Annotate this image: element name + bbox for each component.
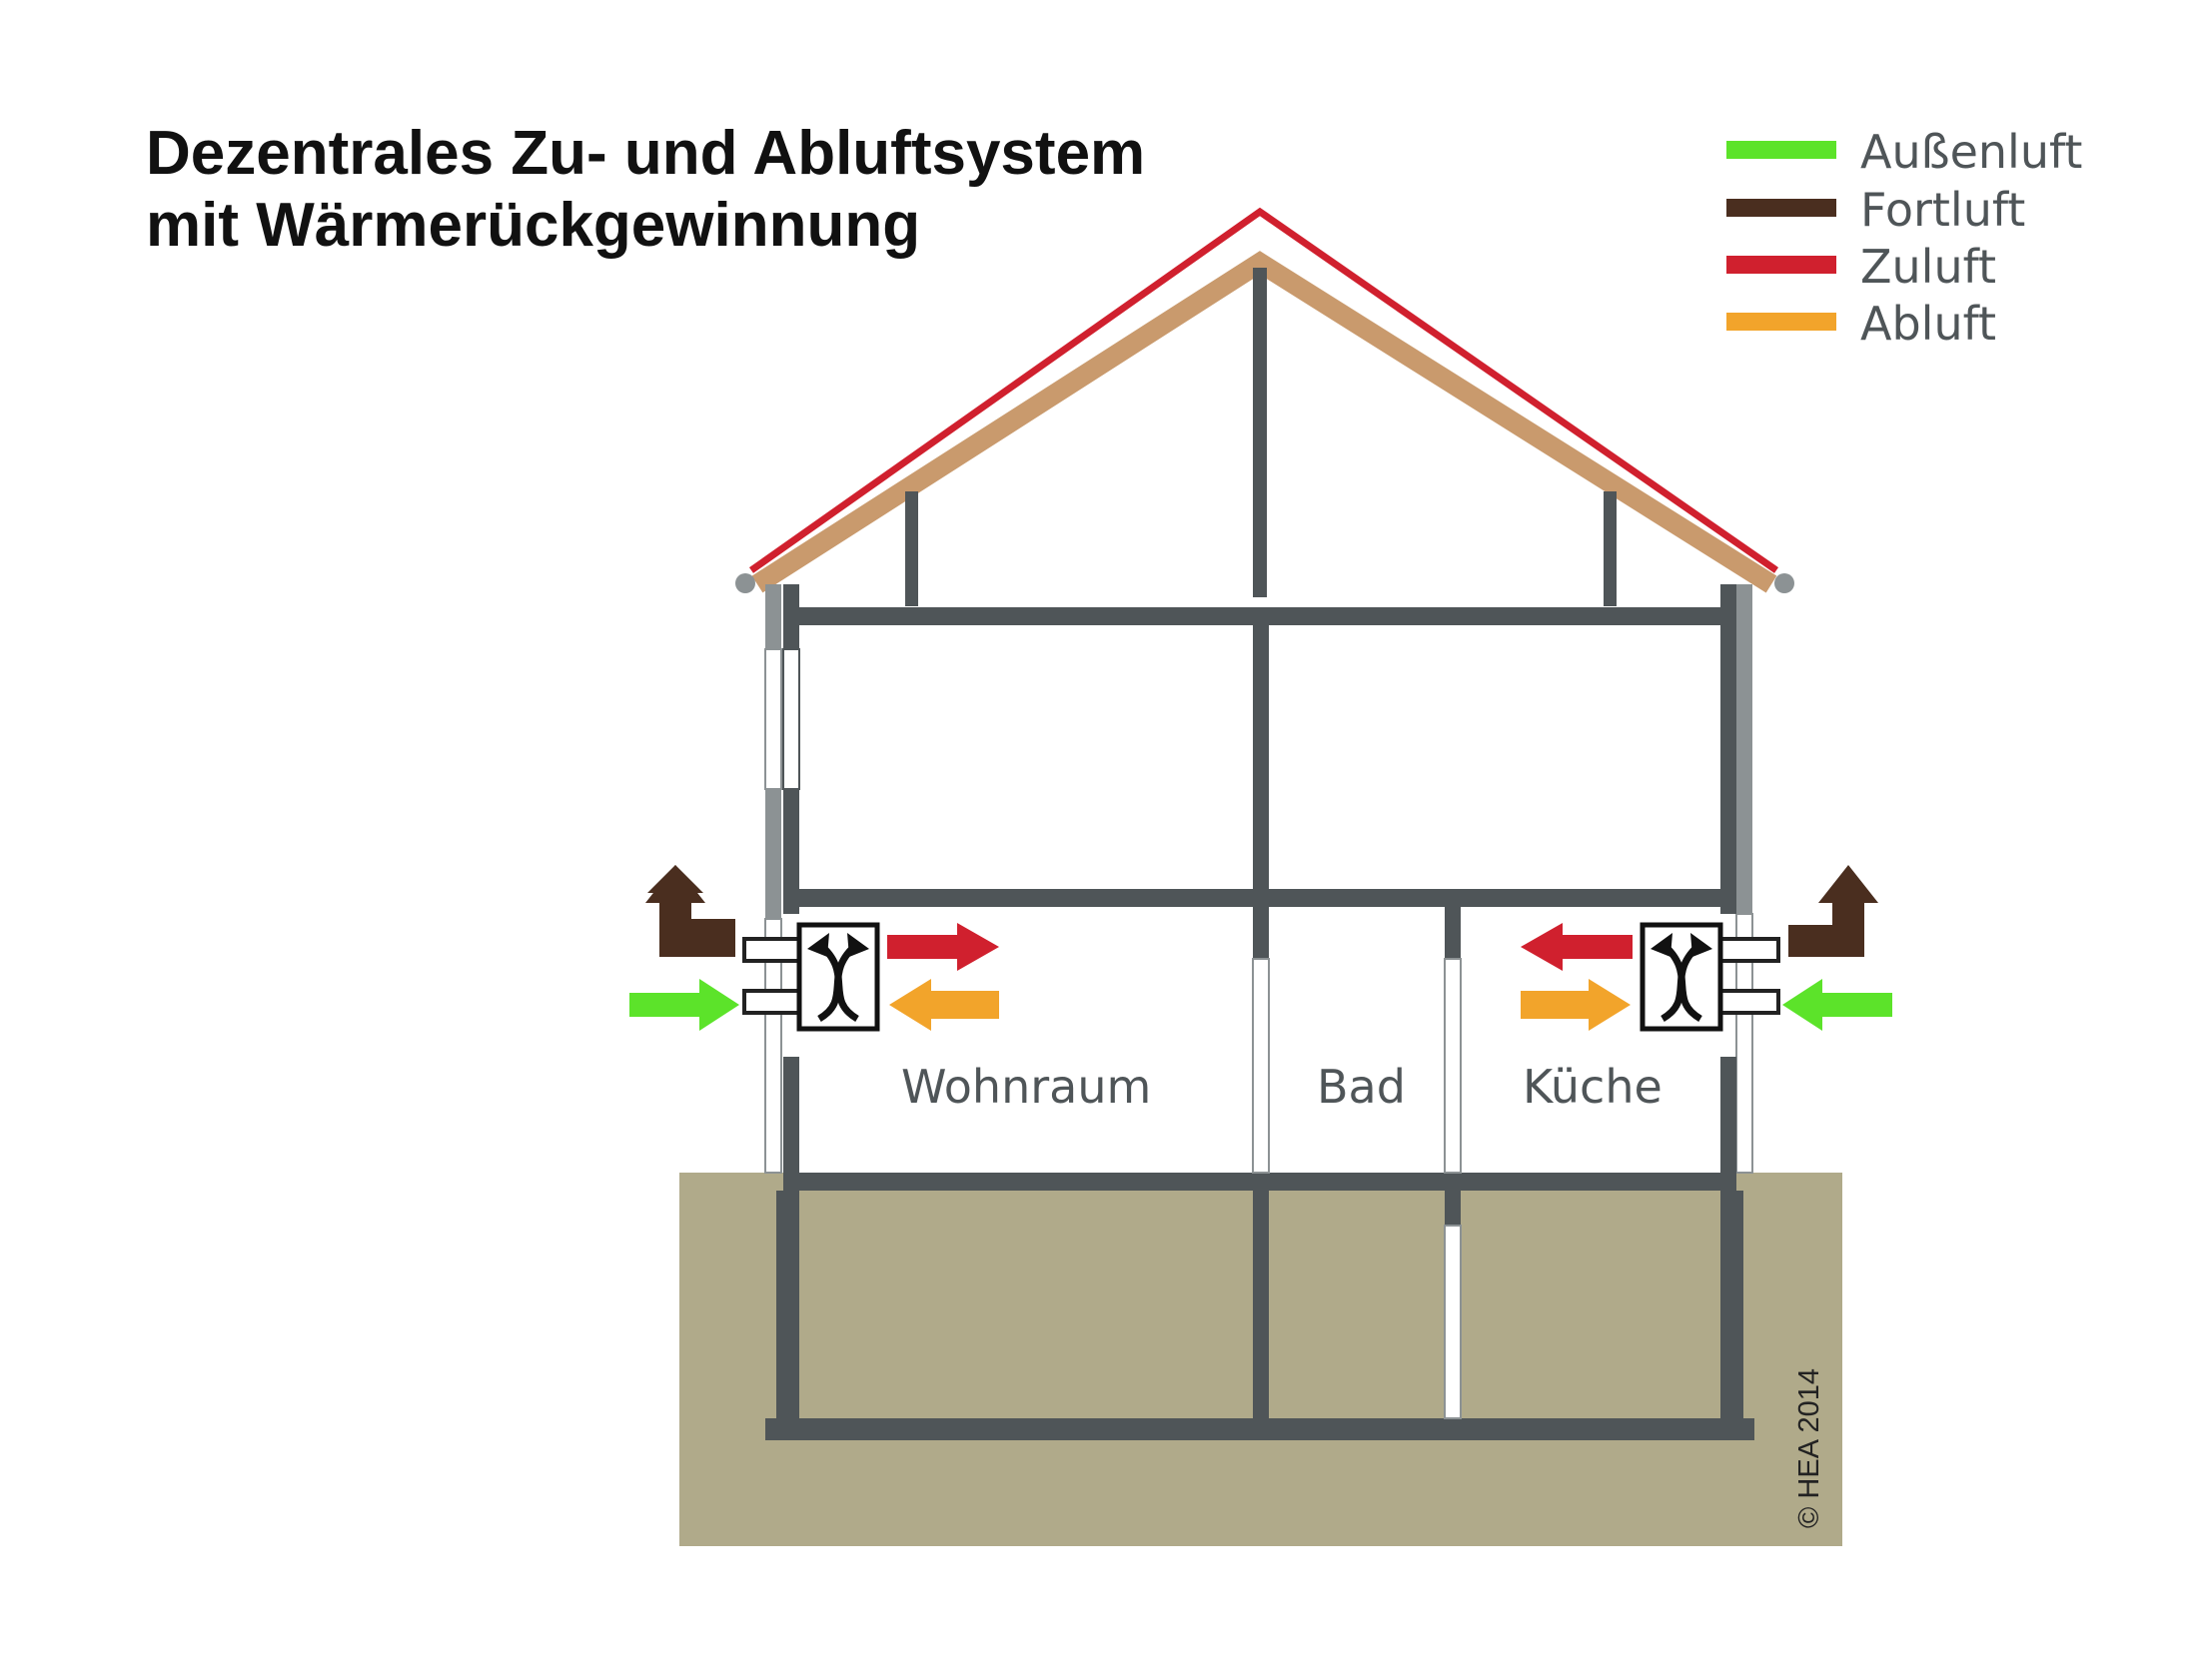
arrow-left-icon: [889, 979, 999, 1031]
aussenluft-arrow-right: [1782, 979, 1892, 1031]
room-label-bad: Bad: [1317, 1060, 1406, 1114]
legend-swatch-abluft: [1726, 313, 1836, 331]
fortluft-arrow-right: [1788, 865, 1878, 957]
duct-left-upper: [742, 937, 802, 963]
ventilation-unit-right: [1521, 865, 1892, 1032]
legend-swatch-fortluft: [1726, 199, 1836, 217]
legend-label-zuluft: Zuluft: [1860, 240, 1996, 294]
duct-left-lower: [742, 989, 802, 1015]
ventilation-unit-left: [629, 865, 999, 1032]
roof: [735, 207, 1794, 593]
arrow-right-icon: [887, 923, 999, 971]
gutter-left: [735, 573, 755, 593]
heat-exchanger-icon: [1640, 922, 1723, 1032]
legend-label-aussenluft: Außenluft: [1860, 125, 2082, 179]
legend-label-fortluft: Fortluft: [1860, 183, 2025, 237]
interior-partitions: [1252, 958, 1462, 1419]
legend: Außenluft Fortluft Zuluft Abluft: [1726, 125, 2082, 351]
heat-exchanger-icon: [796, 922, 880, 1032]
copyright-label: © HEA 2014: [1793, 1368, 1825, 1528]
house-structure: [765, 268, 1754, 1440]
title-line-1: Dezentrales Zu- und Abluftsystem: [146, 119, 1145, 188]
duct-right-lower: [1718, 989, 1780, 1015]
zuluft-arrow-right-unit: [1521, 923, 1633, 971]
title-line-2: mit Wärmerückgewinnung: [146, 191, 920, 260]
gutter-right: [1774, 573, 1794, 593]
room-label-kueche: Küche: [1523, 1060, 1662, 1114]
legend-label-abluft: Abluft: [1860, 297, 1996, 351]
duct-right-upper: [1718, 937, 1780, 963]
abluft-arrow-right-unit: [1521, 979, 1631, 1031]
aussenluft-arrow-left: [629, 979, 739, 1031]
fortluft-arrow-left: [645, 865, 735, 957]
legend-swatch-zuluft: [1726, 256, 1836, 274]
facade: [764, 584, 1753, 1174]
legend-swatch-aussenluft: [1726, 141, 1836, 159]
room-label-wohnraum: Wohnraum: [901, 1060, 1151, 1114]
